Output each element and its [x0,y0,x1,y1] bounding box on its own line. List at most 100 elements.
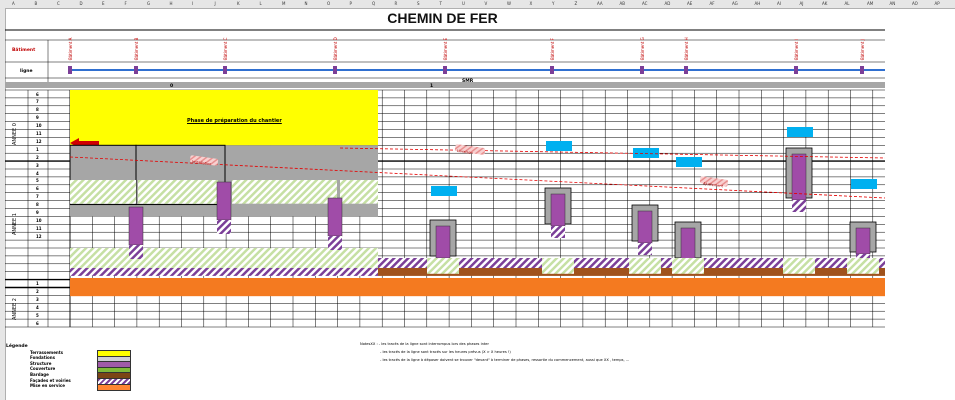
green-hatch-band [138,180,218,204]
column-header-l[interactable]: L [259,1,262,6]
column-header-u[interactable]: U [462,1,465,6]
column-header-ag[interactable]: AG [732,1,738,6]
year-label: ANNEE 1 [12,213,18,235]
month-label: 8 [36,107,39,113]
month-label: 1 [36,146,39,152]
column-header-b[interactable]: B [34,1,38,6]
column-header-ap[interactable]: AP [934,1,940,6]
column-header-j[interactable]: J [214,1,216,6]
column-header-ai[interactable]: AI [777,1,781,6]
milestones-label: Bâtiment [12,48,36,53]
column-header-w[interactable]: W [507,1,511,6]
blue-milestone [546,141,572,151]
notes: NotesXX : - les tracés de la ligne sont … [360,342,629,366]
month-label: 12 [36,138,42,144]
column-header-p[interactable]: P [349,1,352,6]
month-label: 10 [36,123,42,129]
phase-label: Phase de préparation du chantier [187,118,282,124]
column-header-am[interactable]: AM [867,1,874,6]
scale-mark-smr: SMR [462,79,474,84]
column-header-x[interactable]: X [529,1,533,6]
milestone-label: Bâtiment I [794,39,799,60]
milestone-label: Bâtiment H [684,37,689,60]
milestone-label: Bâtiment J [860,39,865,60]
month-label: 5 [36,312,39,318]
column-header-aj[interactable]: AJ [799,1,804,6]
column-header-al[interactable]: AL [844,1,850,6]
legend-label: Couverture [30,366,56,372]
column-header-aa[interactable]: AA [597,1,603,6]
column-header-n[interactable]: N [304,1,308,6]
column-header-m[interactable]: M [282,1,286,6]
ligne-label: ligne [20,69,33,74]
blue-milestone [431,186,457,196]
phase-block [70,90,378,146]
column-header-an[interactable]: AN [889,1,896,6]
year-label: ANNEE 0 [12,123,18,145]
gray-block-frame [135,144,226,206]
scale-mark-0: 0 [170,84,174,89]
green-hatch-band [70,180,136,204]
ligne-marker [223,66,227,74]
column-header-i[interactable]: I [192,1,194,6]
month-label: 5 [36,178,39,184]
column-header-ab[interactable]: AB [619,1,625,6]
column-header-c[interactable]: C [57,1,60,6]
green-hatch-band [340,180,378,204]
month-label: 4 [36,304,39,310]
ligne-marker [684,66,688,74]
annotation-bubble [189,155,219,166]
month-label: 9 [36,115,39,121]
column-header-ae[interactable]: AE [687,1,693,6]
page-title: CHEMIN DE FER [387,10,498,26]
month-label: 4 [36,170,39,176]
blue-milestone [676,157,702,167]
column-header-y[interactable]: Y [552,1,555,6]
green-base [847,258,879,274]
column-header-ao[interactable]: AO [912,1,918,6]
column-header-d[interactable]: D [79,1,83,6]
column-header-q[interactable]: Q [372,1,376,6]
milestone-label: Bâtiment E [443,37,448,60]
purple-structure [791,153,807,201]
column-header-h[interactable]: H [169,1,173,6]
purple-bar [327,197,343,237]
column-header-ak[interactable]: AK [822,1,828,6]
column-header-ah[interactable]: AH [754,1,761,6]
month-label: 7 [36,99,39,105]
blue-milestone [633,148,659,158]
scale-mark-1: 1 [430,84,434,89]
column-header-e[interactable]: E [102,1,105,6]
column-header-t[interactable]: T [439,1,442,6]
column-header-r[interactable]: R [394,1,398,6]
ligne-marker [640,66,644,74]
column-header-v[interactable]: V [484,1,488,6]
green-base [629,258,661,274]
note-3: - les tracés de la ligne à déposer doive… [380,358,630,362]
column-header-a[interactable]: A [12,1,15,6]
legend-label: Fondations [30,355,55,361]
green-base [672,258,704,274]
column-header-f[interactable]: F [124,1,127,6]
column-header-o[interactable]: O [327,1,331,6]
green-base [783,258,815,274]
column-header-af[interactable]: AF [709,1,715,6]
ligne-marker [68,66,72,74]
column-header-ac[interactable]: AC [642,1,648,6]
month-label: 11 [36,131,42,136]
column-header-ad[interactable]: AD [664,1,671,6]
green-base [427,258,459,274]
column-header-z[interactable]: Z [574,1,578,6]
month-label: 1 [36,281,39,287]
month-label: 6 [36,320,39,326]
column-header-s[interactable]: S [417,1,420,6]
purple-structure-hatch [551,226,565,238]
milestone-label: Bâtiment D [333,37,338,60]
red-arrow-bar [77,141,99,145]
green-base [542,258,574,274]
month-label: 11 [36,225,42,231]
column-header-k[interactable]: K [237,1,240,6]
purple-structure [855,227,871,255]
column-header-g[interactable]: G [147,1,151,6]
